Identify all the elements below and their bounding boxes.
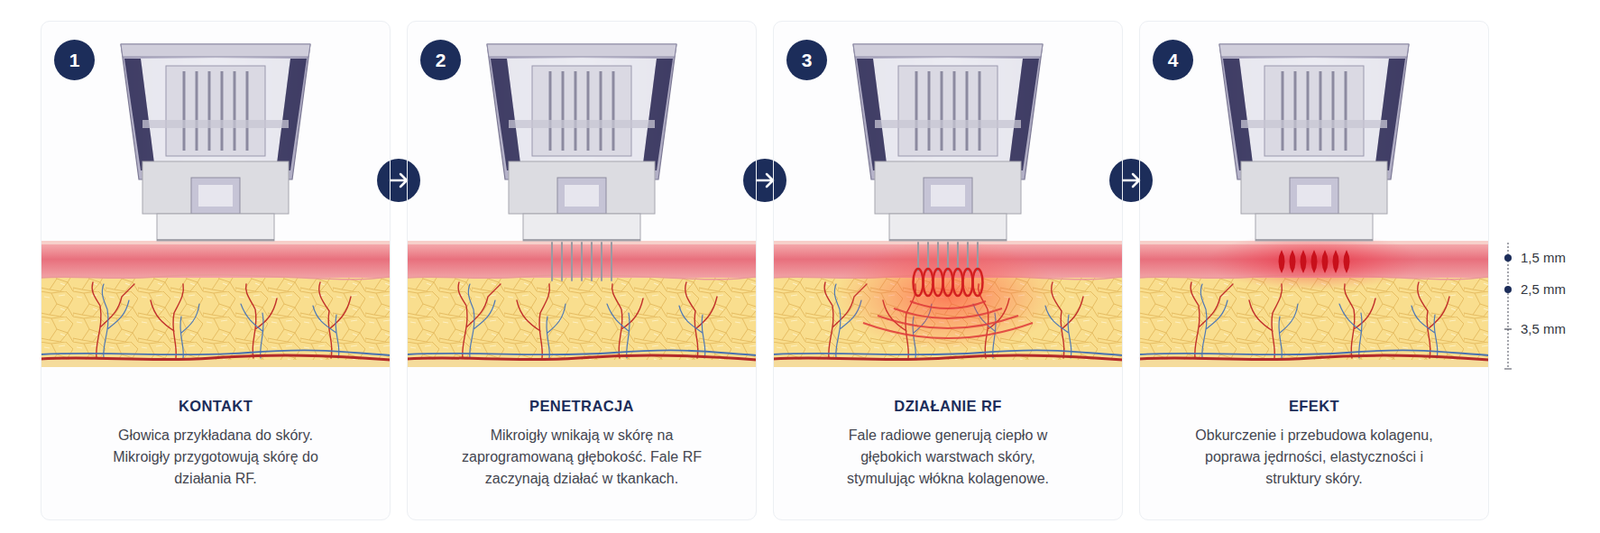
depth-label: 1,5 mm xyxy=(1520,249,1566,267)
rf-heat xyxy=(1205,232,1423,291)
step-number: 1 xyxy=(69,49,81,72)
rf-coils xyxy=(933,268,944,296)
microneedles xyxy=(937,242,939,271)
step-number: 3 xyxy=(801,49,813,72)
card-panels xyxy=(406,20,757,521)
rf-coils xyxy=(913,268,984,296)
device-head xyxy=(1219,44,1409,241)
depth-scale xyxy=(1504,328,1512,330)
microneedles xyxy=(610,242,613,281)
collagen-fibers xyxy=(1278,249,1286,274)
card-panels xyxy=(772,20,1123,521)
step-number-badge: 4 xyxy=(1152,39,1194,81)
rf-coils xyxy=(953,268,964,296)
collagen-fibers xyxy=(1300,249,1307,274)
step-heading: PENETRACJA xyxy=(407,395,756,417)
rf-heat xyxy=(835,239,1061,352)
card-panels xyxy=(40,20,1490,521)
step-number: 4 xyxy=(1167,49,1179,72)
rf-heat xyxy=(835,232,1423,352)
depth-scale xyxy=(1504,242,1512,369)
depth-scale xyxy=(1504,254,1512,262)
depth-label: 2,5 mm xyxy=(1520,281,1566,298)
depth-label: 3,5 mm xyxy=(1520,321,1566,338)
rf-waves xyxy=(910,301,986,309)
microneedles xyxy=(570,242,573,281)
microneedles xyxy=(976,242,979,271)
rf-waves xyxy=(893,308,1003,319)
collagen-fibers xyxy=(1289,249,1297,274)
step-number-badge: 3 xyxy=(786,39,828,81)
device-head xyxy=(120,44,311,241)
step-number-badge: 2 xyxy=(420,39,461,81)
step-card: PENETRACJA Mikroigły wnikają w skórę na z… xyxy=(406,20,757,521)
step-arrow xyxy=(743,158,787,203)
skin-section xyxy=(406,240,757,368)
collagen-fibers xyxy=(1343,249,1351,274)
microneedles xyxy=(590,242,593,281)
rf-coils xyxy=(973,268,984,296)
device-head xyxy=(120,44,1409,241)
depth-scale xyxy=(1504,285,1512,294)
step-arrow xyxy=(1109,158,1153,203)
rf-coils xyxy=(963,268,974,296)
step-number: 2 xyxy=(435,49,447,72)
rf-waves xyxy=(863,301,1033,339)
rf-waves xyxy=(863,322,1033,339)
microneedles xyxy=(600,242,603,281)
step-arrow xyxy=(1109,158,1153,203)
device-head xyxy=(853,44,1043,241)
card-panels xyxy=(1139,20,1490,521)
skin-section xyxy=(1139,240,1490,368)
step-card: DZIAŁANIE RF Fale radiowe generują ciepło… xyxy=(772,20,1123,521)
collagen-fibers xyxy=(1333,249,1340,274)
collagen-fibers xyxy=(1322,249,1329,274)
step-description: Mikroigły wnikają w skórę na zaprogramow… xyxy=(446,424,718,490)
skin-section xyxy=(40,240,391,368)
step-heading: EFEKT xyxy=(1140,395,1489,417)
step-number-badge: 1 xyxy=(54,39,95,81)
step-arrow xyxy=(1122,174,1140,187)
rf-coils xyxy=(943,268,954,296)
depth-scale xyxy=(1504,368,1512,370)
step-arrow xyxy=(377,158,421,203)
step-arrow xyxy=(743,158,787,203)
rf-coils xyxy=(913,268,924,296)
step-card: EFEKT Obkurczenie i przebudowa kolagenu, … xyxy=(1139,20,1490,521)
microneedles xyxy=(580,242,583,281)
microneedles xyxy=(927,242,929,271)
step-card: KONTAKT Głowica przykładana do skóry. Mik… xyxy=(40,20,391,521)
step-heading: DZIAŁANIE RF xyxy=(773,395,1122,417)
rf-waves xyxy=(877,315,1019,329)
step-description: Głowica przykładana do skóry. Mikroigły … xyxy=(102,424,329,490)
microneedles xyxy=(560,242,563,281)
step-description: Obkurczenie i przebudowa kolagenu, popra… xyxy=(1191,424,1437,490)
microneedles xyxy=(947,242,949,271)
microneedles xyxy=(956,242,959,271)
step-description: Fale radiowe generują ciepło w głębokich… xyxy=(839,424,1057,490)
collagen-fibers xyxy=(1278,249,1351,274)
collagen-fibers xyxy=(1311,249,1318,274)
rf-coils xyxy=(923,268,934,296)
skin-section xyxy=(772,240,1123,368)
step-heading: KONTAKT xyxy=(41,395,390,417)
step-arrow xyxy=(377,158,421,203)
step-arrow xyxy=(756,174,773,187)
step-arrow xyxy=(390,174,407,187)
microneedles xyxy=(551,242,553,281)
microneedles xyxy=(966,242,969,271)
card-panels xyxy=(40,20,391,521)
device-head xyxy=(487,44,677,241)
microneedles xyxy=(917,242,920,271)
